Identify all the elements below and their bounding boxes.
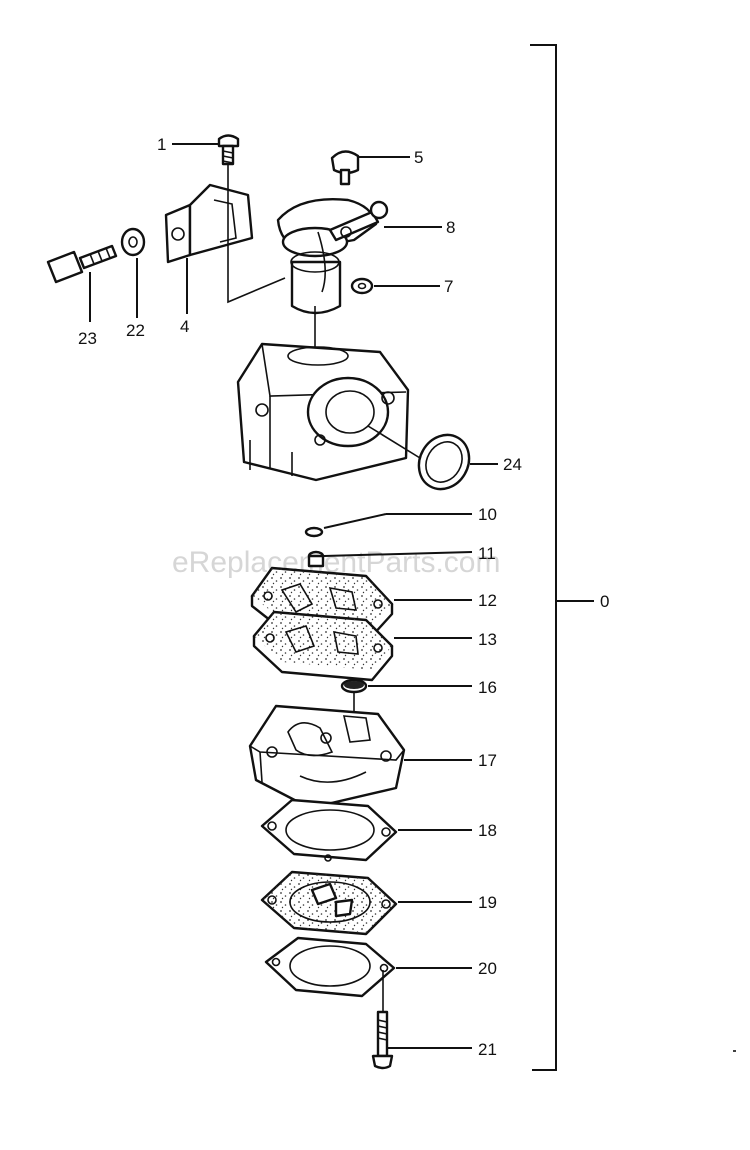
part-11-jet bbox=[307, 550, 325, 568]
part-24-seal bbox=[417, 433, 471, 491]
callout-11: 11 bbox=[478, 544, 496, 563]
callout-10: 10 bbox=[478, 505, 497, 524]
callout-7: 7 bbox=[444, 277, 453, 296]
callout-8: 8 bbox=[446, 218, 455, 237]
part-7-washer bbox=[350, 277, 374, 295]
part-23-adjust-screw bbox=[46, 244, 118, 284]
part-18-gasket bbox=[260, 798, 398, 862]
part-16-disk bbox=[340, 678, 368, 694]
callout-4: 4 bbox=[180, 317, 189, 336]
callout-20: 20 bbox=[478, 959, 497, 978]
callout-23: 23 bbox=[78, 329, 97, 348]
callout-19: 19 bbox=[478, 893, 497, 912]
part-4-bracket bbox=[164, 183, 254, 264]
callout-1: 1 bbox=[157, 135, 166, 154]
carburetor-body bbox=[236, 342, 421, 482]
callout-21: 21 bbox=[478, 1040, 497, 1059]
part-10-ring bbox=[304, 526, 324, 538]
part-17-pump-body bbox=[248, 704, 406, 810]
callout-12: 12 bbox=[478, 591, 497, 610]
part-5-cap bbox=[330, 150, 360, 186]
callout-13: 13 bbox=[478, 630, 497, 649]
part-1-screw bbox=[217, 134, 240, 166]
part-19-diaphragm bbox=[260, 870, 398, 936]
part-8-lever bbox=[276, 198, 389, 315]
callout-22: 22 bbox=[126, 321, 145, 340]
callout-16: 16 bbox=[478, 678, 497, 697]
assembly-bracket bbox=[530, 44, 594, 1071]
part-13-gasket bbox=[252, 610, 394, 682]
part-20-cover bbox=[264, 936, 396, 998]
part-22-nut bbox=[120, 227, 146, 257]
callout-17: 17 bbox=[478, 751, 497, 770]
callout-5: 5 bbox=[414, 148, 423, 167]
callout-18: 18 bbox=[478, 821, 497, 840]
callout-0: 0 bbox=[600, 592, 609, 611]
part-21-screw bbox=[371, 970, 394, 1070]
callout-24: 24 bbox=[503, 455, 522, 474]
